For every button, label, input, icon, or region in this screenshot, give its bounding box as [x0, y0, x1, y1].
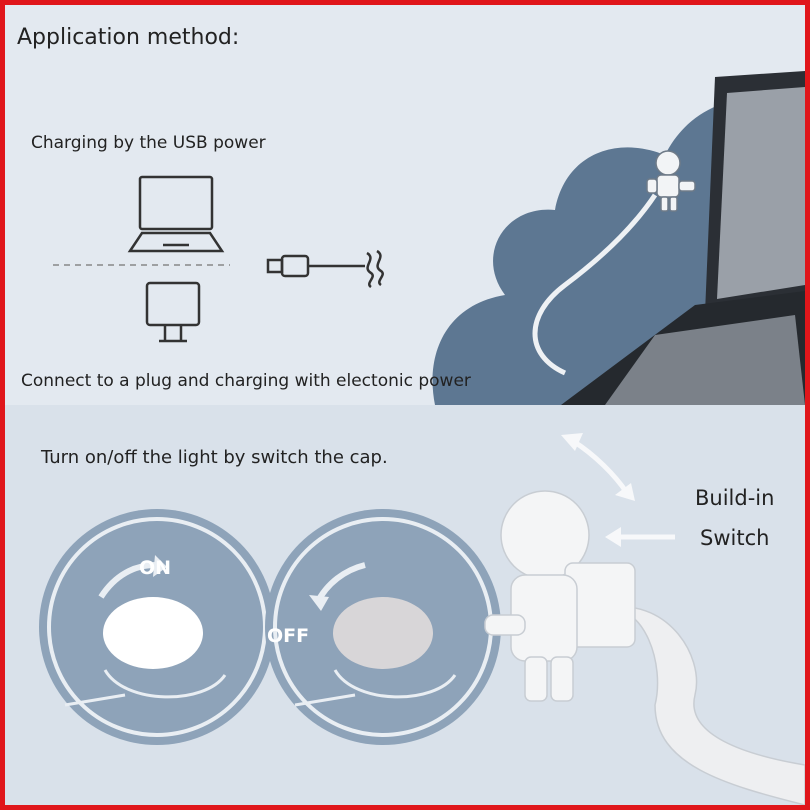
- mini-astronaut-lamp: [646, 150, 696, 212]
- astronaut-lamp: [484, 490, 805, 805]
- rotate-arrow-icon: [571, 438, 630, 495]
- plug-charging-label: Connect to a plug and charging with elec…: [21, 371, 471, 391]
- build-in-switch-label: Build-in Switch: [695, 478, 774, 558]
- laptop-icon: [127, 175, 225, 253]
- build-in-line1: Build-in: [695, 486, 775, 510]
- switch-instruction-label: Turn on/off the light by switch the cap.: [41, 447, 388, 468]
- power-adapter-icon: [145, 281, 201, 343]
- switch-illustration: [39, 433, 805, 805]
- off-state-circle: [265, 509, 501, 745]
- on-label: ON: [139, 557, 172, 579]
- laptop-photo: [561, 71, 805, 405]
- page-title: Application method:: [17, 25, 240, 50]
- on-state-circle: [39, 509, 275, 745]
- usb-power-label: Charging by the USB power: [31, 133, 266, 153]
- mini-lamp-cable: [532, 193, 658, 376]
- usb-cable-icon: [266, 249, 384, 289]
- off-label: OFF: [267, 625, 310, 647]
- build-in-line2: Switch: [700, 526, 770, 550]
- charging-illustration: [53, 71, 805, 405]
